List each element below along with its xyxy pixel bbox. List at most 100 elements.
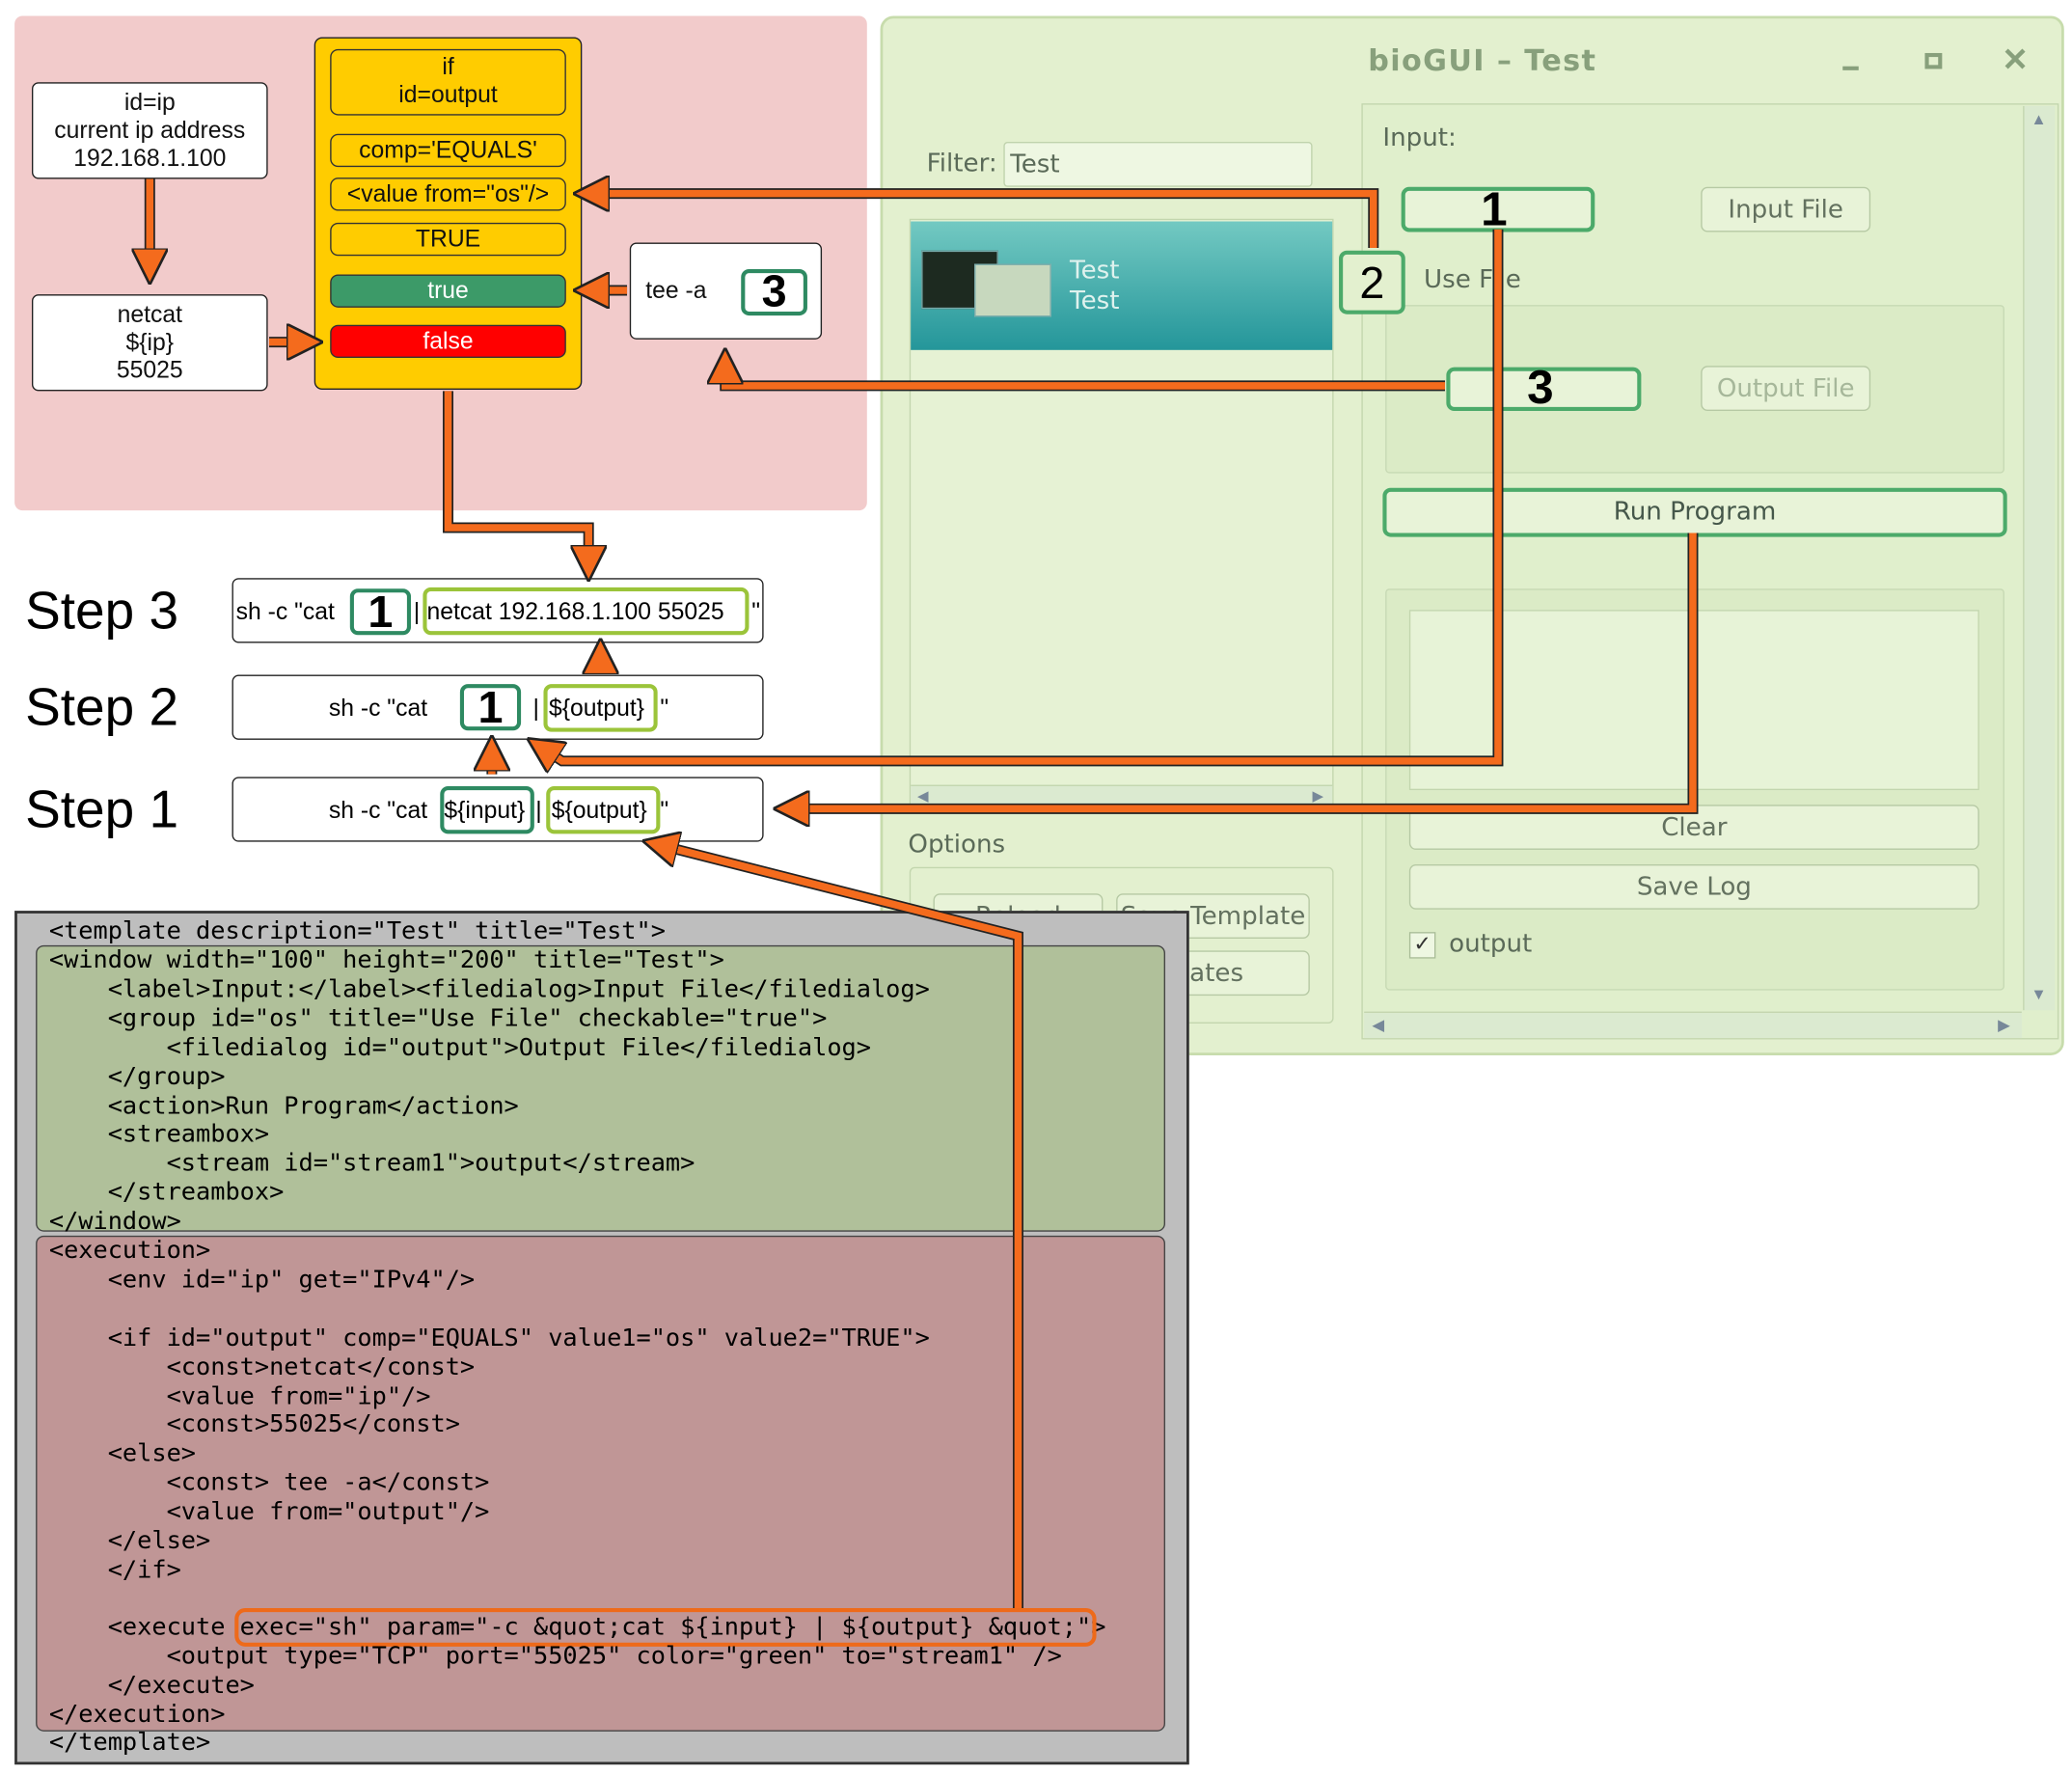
hscroll-right-icon[interactable]: ▶ <box>1998 1015 2010 1034</box>
run-program-button[interactable]: Run Program <box>1382 487 2007 537</box>
template-item-title: Test <box>1070 256 1120 286</box>
code-window-block: <window width="100" height="200" title="… <box>48 946 930 1237</box>
tee-badge-frame <box>741 268 807 316</box>
filter-input[interactable]: Test <box>1003 142 1313 187</box>
step-3-label: Step 3 <box>25 582 179 641</box>
scroll-up-icon[interactable]: ▲ <box>2031 110 2047 129</box>
template-item-description: Test <box>1070 286 1120 316</box>
step-2-command: sh -c "cat 1 | ${output} " <box>232 674 764 740</box>
step-3-prefix: sh -c "cat <box>235 597 335 625</box>
step-1-label: Step 1 <box>25 780 179 839</box>
step-2-suffix: " <box>660 695 669 722</box>
step-2-output-text: ${output} <box>548 695 645 722</box>
ip-env-box: id=ip current ip address 192.168.1.100 <box>31 82 268 179</box>
step-1-command: sh -c "cat ${input} | ${output} " <box>232 777 764 842</box>
window-title: bioGUI – Test <box>1368 44 1597 79</box>
step-3-command: sh -c "cat 1 | netcat 192.168.1.100 5502… <box>232 578 764 643</box>
arrow-execute-to-step1 <box>652 843 1022 1609</box>
step-2-output-frame <box>543 684 658 732</box>
step-1-pipe: | <box>535 796 542 824</box>
arrow-if-to-step3 <box>444 391 589 571</box>
netcat-box: netcat ${ip} 55025 <box>31 294 268 392</box>
clear-button-label: Clear <box>1661 812 1728 842</box>
options-label: Options <box>908 830 1006 860</box>
step-3-pipe: | <box>413 597 421 625</box>
use-file-badge-frame <box>1339 250 1405 314</box>
step-2-badge-frame <box>459 684 522 731</box>
output-file-field[interactable] <box>1446 367 1642 412</box>
scroll-right-icon[interactable]: ▶ <box>1312 788 1324 806</box>
tee-box-text: tee -a <box>645 277 707 304</box>
close-icon[interactable]: ✕ <box>2002 41 2029 79</box>
use-file-label: Use File <box>1423 264 1521 295</box>
horizontal-scrollbar[interactable]: ◀ ▶ <box>1364 1011 2022 1039</box>
step-3-netcat-text: netcat 192.168.1.100 55025 <box>426 597 724 625</box>
output-checkbox[interactable]: ✓ <box>1408 932 1436 959</box>
template-list-item[interactable]: Test Test <box>911 221 1333 350</box>
input-label: Input: <box>1382 123 1457 153</box>
netcat-box-line-1: netcat <box>117 300 182 328</box>
code-execute-suffix: > <box>1091 1613 1106 1642</box>
save-log-button[interactable]: Save Log <box>1408 864 1979 910</box>
filter-label: Filter: <box>926 148 997 178</box>
arrow-output-to-tee <box>725 358 1445 390</box>
step-2-prefix: sh -c "cat <box>328 695 428 722</box>
run-program-button-label: Run Program <box>1613 497 1777 527</box>
code-template-close: </template> <box>48 1729 211 1757</box>
if-value: <value from="os"/> <box>330 178 566 211</box>
step-3-badge: 1 <box>368 587 394 639</box>
step-1-output-text: ${output} <box>551 796 647 824</box>
if-header: if id=output <box>330 48 566 116</box>
if-true-branch: true <box>330 274 566 308</box>
filter-input-value: Test <box>1010 150 1060 179</box>
hscroll-left-icon[interactable]: ◀ <box>1372 1015 1385 1034</box>
code-execution-tail: <output type="TCP" port="55025" color="g… <box>48 1642 1062 1729</box>
input-file-field[interactable] <box>1401 186 1595 232</box>
ip-box-line-2: current ip address <box>54 116 246 144</box>
window-definition-block <box>36 944 1166 1232</box>
if-true-const: TRUE <box>330 222 566 257</box>
save-log-button-label: Save Log <box>1636 872 1752 902</box>
vertical-scrollbar[interactable]: ▲ ▼ <box>2023 105 2056 1011</box>
maximize-icon[interactable] <box>1924 52 1943 69</box>
step-3-netcat-frame <box>423 587 750 636</box>
if-false-branch: false <box>330 324 566 359</box>
input-badge-number: 1 <box>1481 181 1508 236</box>
code-execute-prefix: <execute <box>48 1613 240 1642</box>
scroll-left-icon[interactable]: ◀ <box>917 788 929 806</box>
input-file-button[interactable]: Input File <box>1701 186 1871 232</box>
step-2-label: Step 2 <box>25 678 179 738</box>
step-1-input-text: ${input} <box>444 796 526 824</box>
template-thumbnail-icon <box>921 248 1053 317</box>
step-3-badge-frame <box>349 588 412 636</box>
if-header-line-2: id=output <box>398 80 498 108</box>
ip-box-line-3: 192.168.1.100 <box>73 144 227 172</box>
output-file-button-label: Output File <box>1716 373 1855 403</box>
arrow-usefile-to-value <box>584 194 1377 248</box>
ip-box-line-1: id=ip <box>123 89 176 116</box>
minimize-icon[interactable] <box>1842 66 1859 70</box>
step-1-input-frame <box>440 785 534 834</box>
arrow-run-to-step1 <box>783 532 1697 808</box>
if-header-line-1: if <box>442 52 454 80</box>
scroll-down-icon[interactable]: ▼ <box>2031 985 2047 1004</box>
use-file-badge-number: 2 <box>1359 258 1385 310</box>
step-3-suffix: " <box>751 597 761 625</box>
templates-button-label: lates <box>1182 958 1244 988</box>
tee-box: tee -a 3 <box>629 242 823 340</box>
code-execute-line: <execute exec="sh" param="-c &quot;cat $… <box>48 1608 1106 1647</box>
output-badge-number: 3 <box>1527 359 1554 414</box>
code-execute-highlight: exec="sh" param="-c &quot;cat ${input} |… <box>234 1608 1097 1647</box>
tee-badge-number: 3 <box>761 266 787 317</box>
step-2-badge: 1 <box>477 682 504 733</box>
template-list-hscrollbar[interactable]: ◀ ▶ <box>911 784 1333 807</box>
output-file-button[interactable]: Output File <box>1701 366 1871 412</box>
if-comp: comp='EQUALS' <box>330 133 566 168</box>
arrow-input-to-step2 <box>535 229 1502 761</box>
execution-definition-block <box>36 1235 1166 1732</box>
step-1-output-frame <box>546 785 661 834</box>
step-1-prefix: sh -c "cat <box>328 796 428 824</box>
code-execution-block: <execution> <env id="ip" get="IPv4"/> <i… <box>48 1237 930 1585</box>
biogui-window: bioGUI – Test ✕ Filter: Test Test Test ◀… <box>880 15 2064 1055</box>
